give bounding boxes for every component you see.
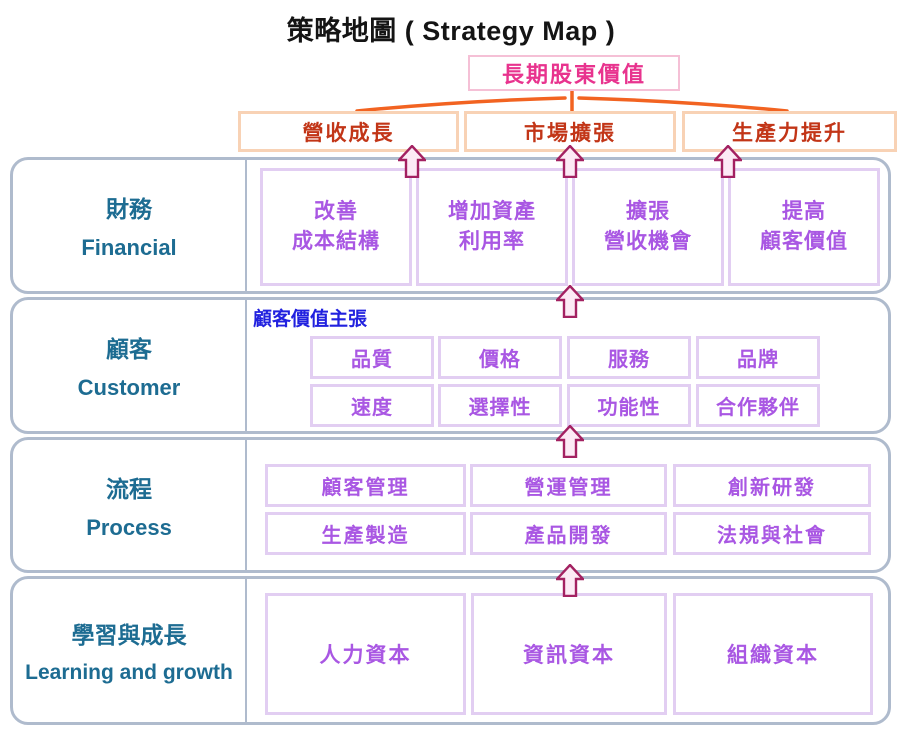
up-arrow-icon	[398, 145, 426, 178]
page-title: 策略地圖 ( Strategy Map )	[286, 16, 616, 46]
customer-box-speed: 速度	[310, 384, 434, 427]
row-process: 流程 Process 顧客管理 營運管理 創新研發 生產製造 產品開發 法規與社…	[10, 437, 891, 573]
column-divider	[245, 440, 247, 570]
row-label-customer-zh: 顧客	[106, 336, 152, 362]
row-label-financial-en: Financial	[81, 235, 177, 260]
customer-box-price: 價格	[438, 336, 562, 379]
customer-box-partnership: 合作夥伴	[696, 384, 820, 427]
up-arrow-icon	[714, 145, 742, 178]
up-arrow-icon	[556, 425, 584, 458]
financial-box-cost-structure: 改善 成本結構	[260, 168, 412, 286]
learning-box-human-capital: 人力資本	[265, 593, 466, 715]
row-label-process: 流程 Process	[13, 440, 245, 570]
row-learning: 學習與成長 Learning and growth 人力資本 資訊資本 組織資本	[10, 576, 891, 725]
learning-box-organization-capital: 組織資本	[673, 593, 873, 715]
objective-box-revenue-growth: 營收成長	[238, 111, 459, 152]
customer-box-functionality: 功能性	[567, 384, 691, 427]
financial-box-customer-value: 提高 顧客價值	[728, 168, 880, 286]
objective-box-productivity: 生產力提升	[682, 111, 897, 152]
column-divider	[245, 160, 247, 291]
column-divider	[245, 300, 247, 431]
learning-box-information-capital: 資訊資本	[471, 593, 667, 715]
row-label-financial: 財務 Financial	[13, 160, 245, 291]
process-box-manufacturing: 生產製造	[265, 512, 466, 555]
row-label-financial-zh: 財務	[106, 196, 152, 222]
financial-box-asset-utilization: 增加資產 利用率	[416, 168, 568, 286]
process-box-product-development: 產品開發	[470, 512, 667, 555]
row-customer: 顧客 Customer 顧客價值主張 品質 價格 服務 品牌 速度 選擇性 功能…	[10, 297, 891, 434]
row-label-learning-en: Learning and growth	[25, 661, 233, 684]
customer-box-brand: 品牌	[696, 336, 820, 379]
process-box-regulation-society: 法規與社會	[673, 512, 871, 555]
row-financial: 財務 Financial 改善 成本結構 增加資產 利用率 擴張 營收機會 提高…	[10, 157, 891, 294]
row-label-customer-en: Customer	[77, 375, 181, 400]
column-divider	[245, 579, 247, 722]
shareholder-value-box: 長期股東價值	[468, 55, 680, 91]
customer-box-selection: 選擇性	[438, 384, 562, 427]
customer-box-quality: 品質	[310, 336, 434, 379]
up-arrow-icon	[556, 564, 584, 597]
row-label-process-en: Process	[86, 514, 172, 540]
row-label-learning: 學習與成長 Learning and growth	[13, 579, 245, 722]
up-arrow-icon	[556, 285, 584, 318]
row-label-process-zh: 流程	[106, 475, 152, 502]
process-box-innovation-rd: 創新研發	[673, 464, 871, 507]
financial-box-revenue-opportunity: 擴張 營收機會	[572, 168, 724, 286]
up-arrow-icon	[556, 145, 584, 178]
process-box-operations-management: 營運管理	[470, 464, 667, 507]
customer-box-service: 服務	[567, 336, 691, 379]
customer-value-proposition-note: 顧客價值主張	[253, 309, 368, 330]
row-label-learning-zh: 學習與成長	[71, 622, 187, 648]
row-label-customer: 顧客 Customer	[13, 300, 245, 431]
process-box-customer-management: 顧客管理	[265, 464, 466, 507]
